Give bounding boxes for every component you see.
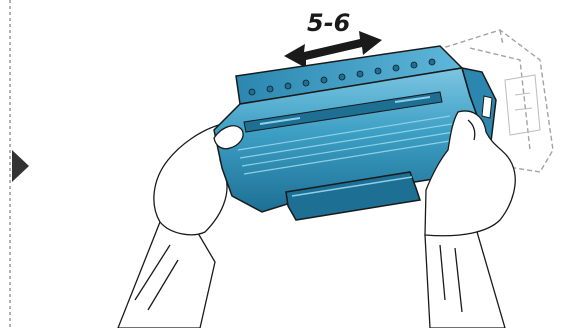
play-triangle-icon xyxy=(12,150,29,182)
right-hand-sleeve xyxy=(425,225,505,328)
left-hand-sleeve xyxy=(118,222,215,328)
cartridge-end-slot xyxy=(482,96,492,118)
shake-count-label: 5-6 xyxy=(307,9,350,37)
